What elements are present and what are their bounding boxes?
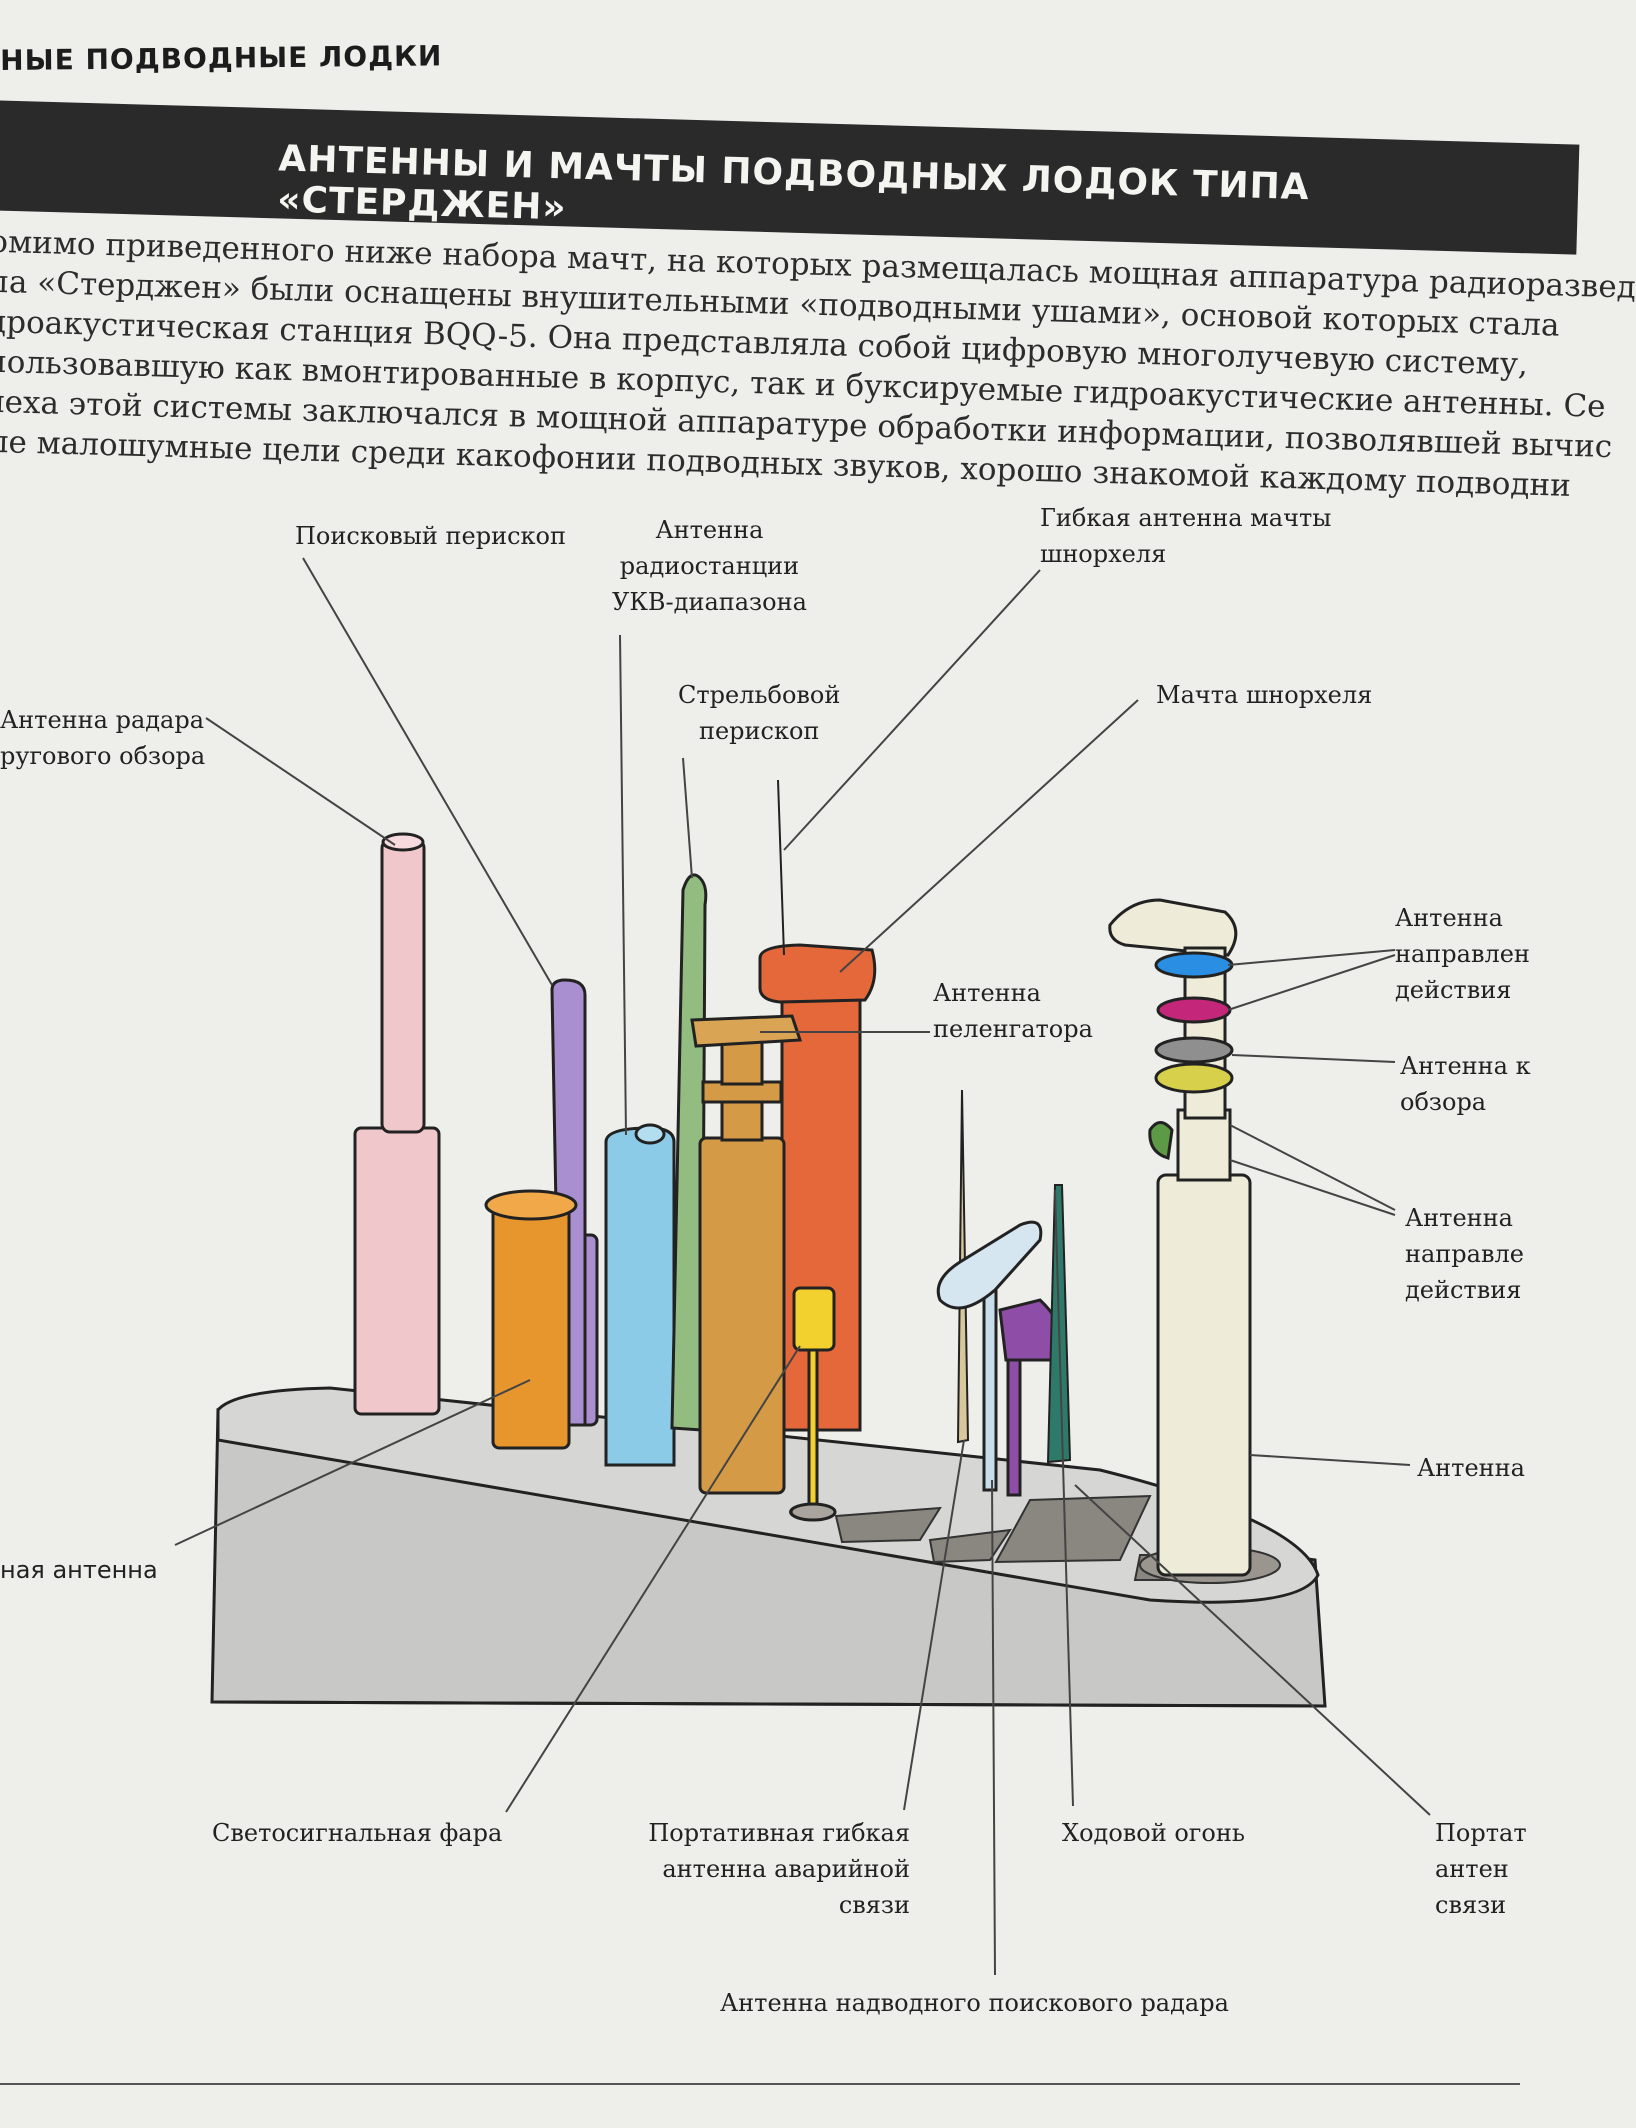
yellow-signal-light	[789, 1286, 837, 1522]
label-attack-periscope: Стрельбовой перископ	[678, 681, 841, 745]
label-vhf-antenna: Антенна радиостанции УКВ-диапазона	[612, 516, 807, 616]
book-page: НЫЕ ПОДВОДНЫЕ ЛОДКИ АНТЕННЫ И МАЧТЫ ПОДВ…	[0, 39, 1636, 2085]
vhf-mast	[604, 1123, 676, 1467]
label-antenna-right: Антенна	[1417, 1454, 1525, 1482]
label-portable-emergency-antenna: Портативная гибкая антенна аварийной свя…	[648, 1819, 910, 1919]
mast-illustration	[174, 557, 1431, 1976]
label-left-antenna: ная антенна	[0, 1556, 158, 1584]
label-signal-light: Светосигнальная фара	[212, 1819, 503, 1847]
running-light	[998, 1298, 1064, 1497]
label-snorkel-flex-antenna: Гибкая антенна мачты шнорхеля	[1040, 504, 1332, 568]
label-running-light: Ходовой огонь	[1062, 1819, 1245, 1847]
label-snorkel-mast: Мачта шнорхеля	[1156, 681, 1373, 709]
label-directional-antenna-2: Антенна направле действия	[1405, 1204, 1524, 1304]
label-radar-antenna: Антенна радара ругового обзора	[0, 706, 206, 770]
attack-periscope	[670, 873, 708, 1432]
label-directional-antenna-1: Антенна направлен действия	[1395, 904, 1530, 1004]
orange-mast	[484, 1189, 578, 1450]
label-search-periscope: Поисковый перископ	[295, 522, 566, 550]
direction-finder-mast	[690, 1014, 803, 1495]
label-direction-finder: Антенна пеленгатора	[933, 979, 1093, 1043]
label-portable-antenna-right: Портат антен связи	[1435, 1819, 1527, 1919]
label-surface-radar: Антенна надводного поискового радара	[720, 1989, 1229, 2017]
snorkel-mast	[758, 779, 877, 1432]
surface-radar	[936, 1220, 1043, 1492]
radar-mast	[353, 832, 441, 1416]
label-allround-antenna: Антенна к обзора	[1400, 1052, 1531, 1116]
leader-lines	[174, 557, 1431, 1976]
right-mast	[1108, 898, 1252, 1577]
bottom-rule	[0, 2083, 1520, 2085]
